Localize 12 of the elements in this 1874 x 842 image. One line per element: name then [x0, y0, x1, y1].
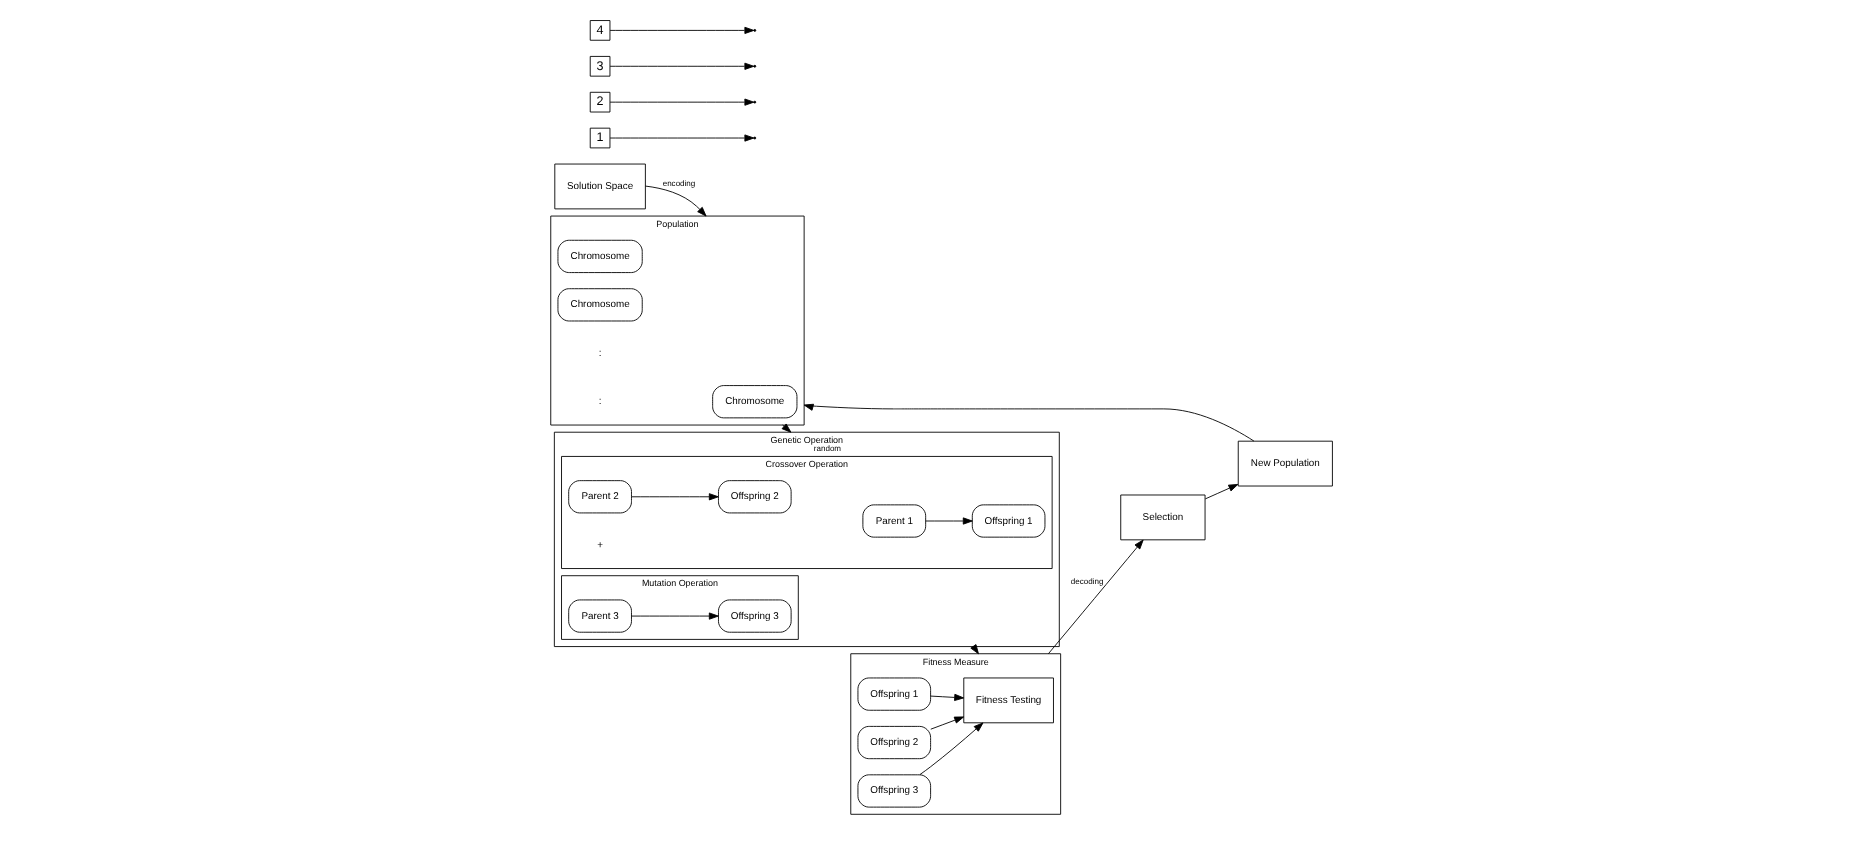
arrow — [608, 26, 754, 34]
arrow — [924, 517, 972, 525]
arrow — [630, 612, 718, 620]
arrow — [1046, 539, 1143, 655]
arrow — [643, 185, 706, 217]
arrow — [780, 423, 791, 433]
arrow — [918, 722, 983, 776]
arrow — [802, 403, 1254, 442]
arrow — [1203, 483, 1238, 500]
arrow — [630, 493, 718, 501]
arrow — [929, 693, 964, 701]
arrow — [929, 716, 964, 730]
